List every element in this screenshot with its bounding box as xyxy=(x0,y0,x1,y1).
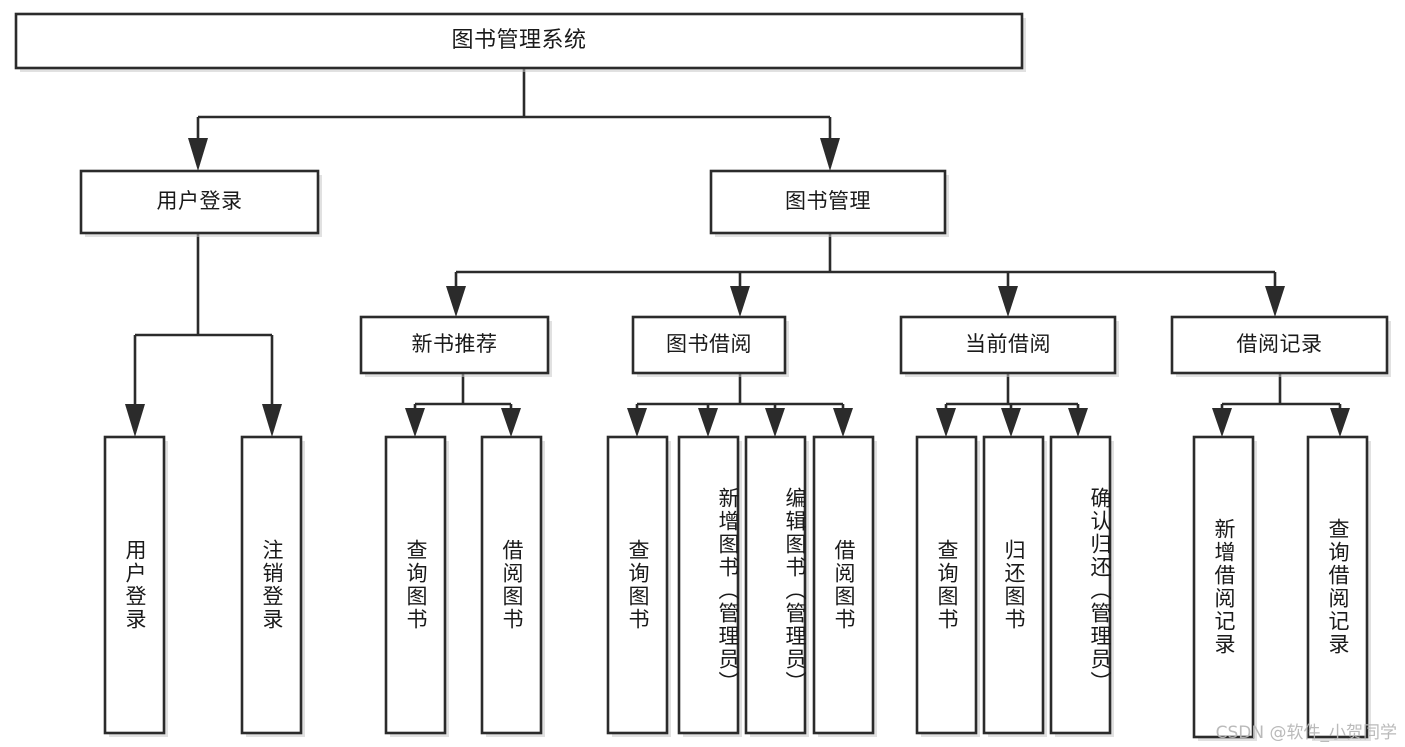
arrowhead-leaf-edit-book xyxy=(765,408,785,437)
watermark-text: CSDN @软件_小贺同学 xyxy=(1215,723,1397,743)
arrowhead-new-book-rec xyxy=(446,286,466,317)
arrowhead-book-borrow xyxy=(730,286,750,317)
arrowhead-leaf-query-record xyxy=(1330,408,1350,437)
arrowhead-book-manage xyxy=(820,138,840,171)
node-box-root[interactable] xyxy=(14,12,1024,70)
connector-layer xyxy=(125,68,1350,437)
node-box-book-manage[interactable] xyxy=(709,169,947,235)
arrowhead-leaf-borrow-book-2 xyxy=(833,408,853,437)
node-box-book-borrow[interactable] xyxy=(631,315,787,375)
node-box-leaf-borrow-book-1[interactable] xyxy=(480,435,543,735)
arrowhead-leaf-confirm-return xyxy=(1068,408,1088,437)
arrowhead-leaf-query-book-3 xyxy=(936,408,956,437)
node-box-leaf-query-book-2[interactable] xyxy=(606,435,669,735)
node-box-leaf-logout-login[interactable] xyxy=(240,435,303,735)
node-box-leaf-edit-book[interactable] xyxy=(744,435,807,735)
arrowhead-borrow-record xyxy=(1265,286,1285,317)
node-box-leaf-query-book-1[interactable] xyxy=(384,435,447,735)
node-box-leaf-add-record[interactable] xyxy=(1192,435,1255,739)
arrowhead-leaf-add-record xyxy=(1212,408,1232,437)
node-box-leaf-query-book-3[interactable] xyxy=(915,435,978,735)
node-box-borrow-record[interactable] xyxy=(1170,315,1389,375)
node-box-leaf-query-record[interactable] xyxy=(1306,435,1369,739)
arrowhead-leaf-borrow-book-1 xyxy=(501,408,521,437)
arrowhead-leaf-query-book-1 xyxy=(405,408,425,437)
node-box-leaf-confirm-return[interactable] xyxy=(1049,435,1112,735)
arrowhead-leaf-query-book-2 xyxy=(627,408,647,437)
arrowhead-current-borrow xyxy=(998,286,1018,317)
arrowhead-leaf-logout-login xyxy=(262,404,282,437)
node-box-leaf-return-book[interactable] xyxy=(982,435,1045,735)
node-box-new-book-rec[interactable] xyxy=(359,315,550,375)
node-box-layer xyxy=(14,12,1391,741)
node-box-leaf-add-book[interactable] xyxy=(677,435,740,735)
node-box-leaf-borrow-book-2[interactable] xyxy=(812,435,875,735)
node-box-user-login[interactable] xyxy=(79,169,320,235)
node-box-leaf-user-login[interactable] xyxy=(103,435,166,735)
arrowhead-user-login xyxy=(188,138,208,171)
arrowhead-leaf-add-book xyxy=(698,408,718,437)
arrowhead-leaf-user-login xyxy=(125,404,145,437)
node-box-current-borrow[interactable] xyxy=(899,315,1117,375)
arrowhead-leaf-return-book xyxy=(1001,408,1021,437)
